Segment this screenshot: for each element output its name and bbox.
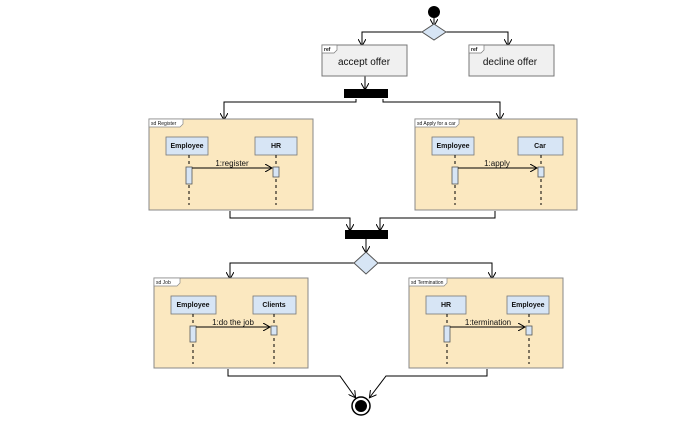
lifeline-label: Employee — [436, 143, 469, 150]
ref-tag: ref — [324, 47, 331, 53]
ref-label: decline offer — [483, 57, 538, 68]
frame-apply: sd Apply for a car Employee Car 1:apply — [414, 118, 578, 211]
lifeline-label: Employee — [176, 302, 209, 309]
message-label: 1:register — [215, 159, 249, 168]
connectors — [224, 18, 508, 397]
lifeline-head — [506, 295, 550, 315]
frame-job: sd Job Employee Clients 1:do the job — [153, 277, 309, 369]
frame-tag: sd Job — [156, 280, 171, 286]
message-label: 1:termination — [465, 318, 511, 327]
decision-node-middle — [353, 251, 379, 275]
lifeline-head — [165, 136, 209, 156]
lifeline-head — [431, 136, 475, 156]
ref-label: accept offer — [338, 57, 391, 68]
ref-decline-offer: ref decline offer — [468, 44, 555, 77]
ref-accept-offer: ref accept offer — [321, 44, 408, 77]
lifeline-head — [425, 295, 467, 315]
final-node — [351, 396, 371, 416]
join-bar — [345, 230, 388, 239]
frame-register: sd Register Employee HR 1:register — [148, 118, 314, 211]
lifeline-label: HR — [441, 302, 451, 309]
message-label: 1:apply — [484, 159, 510, 168]
lifeline-label: HR — [271, 143, 281, 150]
lifeline-label: Clients — [262, 302, 285, 309]
lifeline-label: Employee — [511, 302, 544, 309]
ref-tag: ref — [471, 47, 478, 53]
frame-termination: sd Termination HR Employee 1:termination — [408, 277, 564, 369]
lifeline-label: Employee — [170, 143, 203, 150]
frame-tag: sd Termination — [411, 280, 444, 286]
frame-tag: sd Register — [151, 121, 177, 127]
fork-bar — [344, 89, 388, 98]
initial-node — [428, 6, 440, 18]
frame-tag: sd Apply for a car — [417, 121, 456, 127]
decision-node-top — [421, 23, 447, 41]
lifeline-label: Car — [534, 143, 546, 150]
message-label: 1:do the job — [212, 318, 254, 327]
